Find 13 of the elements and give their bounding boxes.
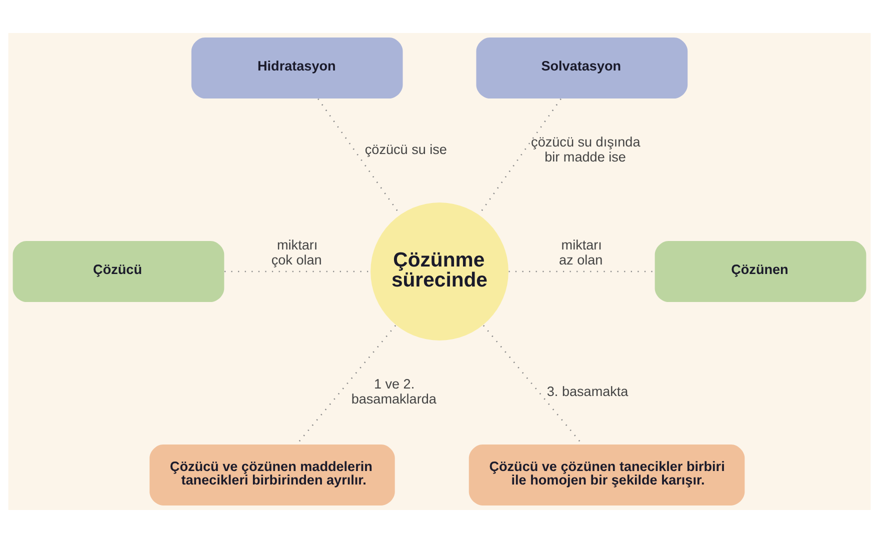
node-box: Çözücü ve çözünen maddelerin tanecikleri birbirinden ayrılır.	[150, 444, 395, 506]
node-box: Hidratasyon	[191, 38, 403, 99]
edge-label: miktarı az olan	[559, 238, 603, 268]
edge-label: miktarı çok olan	[271, 238, 322, 268]
node-box: Çözücü ve çözünen tanecikler birbiri ile homojen bir şekilde karışır.	[468, 444, 745, 506]
node-circle: Çözünme sürecinde	[370, 202, 508, 340]
edge-label: 3. basamakta	[546, 384, 628, 399]
edge-label: çözücü su dışında bir madde ise	[531, 134, 640, 164]
edge-label: 1 ve 2. basamaklarda	[351, 376, 436, 406]
node-box: Çözünen	[654, 240, 866, 302]
node-box: Çözücü	[12, 240, 224, 302]
node-box: Solvatasyon	[476, 38, 688, 99]
edge-label: çözücü su ise	[364, 142, 447, 158]
